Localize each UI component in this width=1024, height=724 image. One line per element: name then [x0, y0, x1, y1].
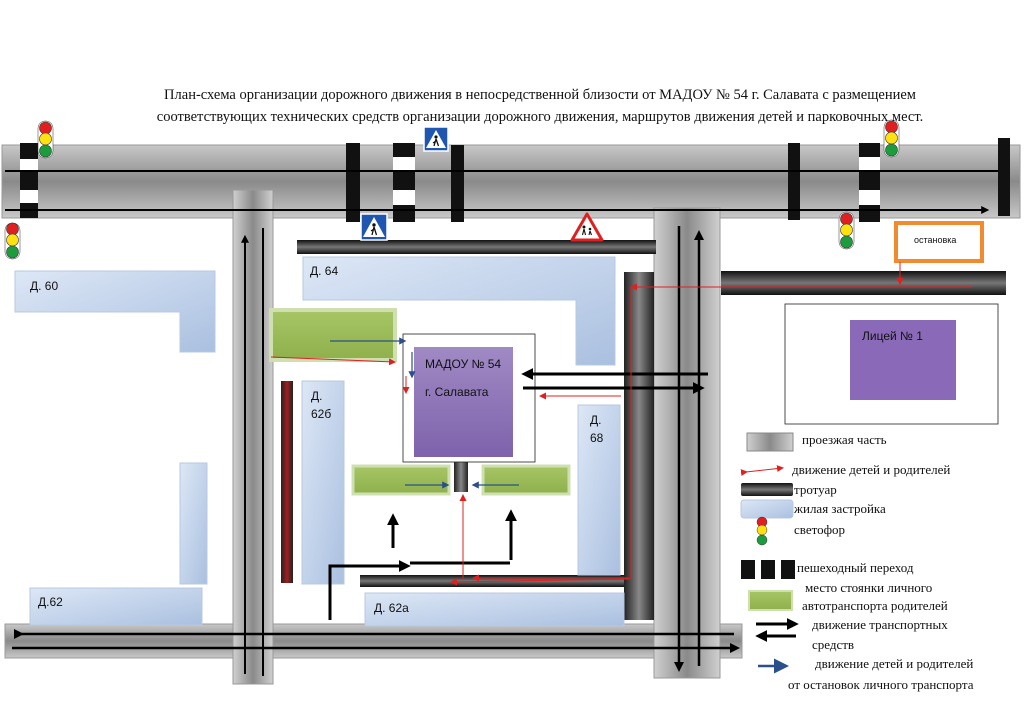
crossing-1 [20, 143, 38, 218]
traffic-light-icon [4, 222, 21, 260]
sidewalk-right-vertical [624, 272, 654, 620]
legend-parking-swatch [748, 590, 793, 611]
parking-lot-2 [351, 464, 451, 496]
legend-sidewalk-label: тротуар [794, 482, 837, 497]
building-d62b [301, 380, 345, 585]
child-routes [270, 262, 972, 586]
legend-stop-movement-label-1: движение детей и родителей [815, 656, 974, 671]
title-line-2: соответствующих технических средств орга… [156, 109, 924, 125]
building-d68 [577, 404, 621, 576]
legend-housing-swatch [740, 499, 794, 519]
children-warning-sign-icon [570, 212, 604, 242]
pedestrian-crossings [20, 138, 1010, 222]
pedestrian-crossing-sign-icon [360, 213, 388, 241]
building-d68-label: Д. 68 [590, 413, 604, 445]
vehicle-routes [5, 170, 998, 676]
left-vertical-road [232, 189, 274, 685]
building-d62a [364, 592, 625, 627]
building-d62b-label: Д. 62б [311, 389, 332, 421]
legend-roadway-swatch [746, 432, 794, 452]
bottom-road [4, 623, 743, 659]
legend-traffic-light-label: светофор [794, 522, 846, 537]
legend-traffic-light-swatch [756, 516, 768, 546]
legend-roadway-label: проезжая часть [802, 432, 887, 447]
vehicle-route [328, 560, 411, 620]
lyceum-label: Лицей № 1 [862, 329, 923, 343]
top-road [1, 144, 1021, 219]
crossing-3 [859, 143, 880, 222]
sidewalks [281, 240, 1006, 620]
child-route [450, 578, 632, 586]
building-d64 [302, 256, 616, 366]
bus-stop-label: остановка [914, 235, 957, 245]
legend-crossing-swatch [741, 560, 795, 579]
parking-lot-1 [269, 308, 397, 362]
parking-lots [269, 308, 571, 496]
title-line-1: План-схема организации дорожного движени… [164, 87, 916, 103]
lyceum-building [850, 320, 956, 400]
traffic-light-icon [883, 119, 900, 158]
crossing-bar [346, 143, 360, 222]
building-left-narrow [179, 462, 208, 585]
legend-housing-label: жилая застройка [794, 501, 886, 516]
building-d62a-label: Д. 62а [374, 601, 409, 615]
traffic-light-icon [838, 211, 855, 250]
kindergarten-building [414, 347, 513, 457]
sidewalk-left-vertical [281, 381, 293, 583]
child-route [270, 356, 396, 366]
building-d60-label: Д. 60 [30, 279, 59, 293]
building-d64-label: Д. 64 [310, 264, 339, 278]
building-d60 [14, 270, 216, 353]
legend-vehicle-label-1: движение транспортных [812, 617, 948, 632]
crossing-2 [393, 143, 415, 222]
parking-lot-3 [481, 464, 571, 496]
crossing-bar [998, 138, 1010, 216]
kindergarten-label: МАДОУ № 54 г. Салавата [425, 357, 502, 399]
legend-child-movement-label: движение детей и родителей [792, 462, 951, 477]
legend-parking-label-1: место стоянки личного [805, 580, 933, 595]
crossing-bar [451, 145, 464, 222]
page-title: План-схема организации дорожного движени… [60, 84, 1020, 128]
legend-vehicle-label-2: средств [812, 637, 855, 652]
legend-stop-movement-label-2: от остановок личного транспорта [788, 677, 974, 692]
residential-buildings [14, 256, 625, 627]
sidewalk-top-center [297, 240, 656, 254]
legend-vehicle-swatch [755, 618, 799, 642]
traffic-light-icon [37, 120, 54, 159]
right-vertical-road [653, 207, 721, 679]
legend-parking-label-2: автотранспорта родителей [802, 598, 948, 613]
stop-routes [330, 337, 519, 489]
bus-stop [894, 221, 984, 263]
roadways [1, 144, 1021, 685]
building-d62 [29, 587, 203, 626]
crossing-bar [788, 143, 800, 220]
legend-sidewalk-swatch [741, 483, 793, 496]
building-d62-label: Д.62 [38, 595, 63, 609]
legend-child-movement-swatch [740, 465, 784, 477]
legend-crossing-label: пешеходный переход [797, 560, 914, 575]
pedestrian-crossing-sign-icon [423, 126, 449, 152]
sidewalk-right-top [721, 271, 1006, 295]
legend-swatches [740, 432, 799, 674]
